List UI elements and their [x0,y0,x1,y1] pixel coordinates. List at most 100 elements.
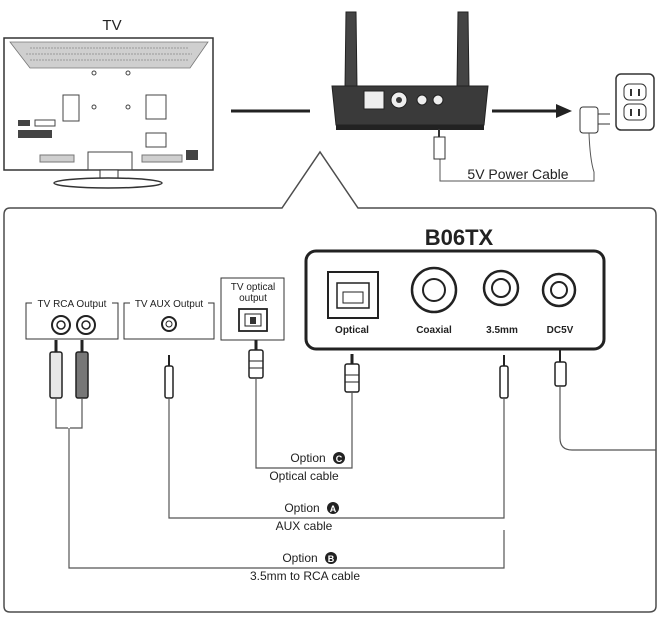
rca-plug-white [75,351,89,399]
aux-output-label: TV AUX Output [135,299,204,310]
rca-plug-red [49,351,63,399]
option-c-badge [333,452,345,464]
tv-rca-output: TV RCA Output [25,299,119,340]
optical-port-inner [336,282,370,309]
device-base [336,125,484,130]
device-port-panel: Optical Coaxial 3.5mm DC5V [304,249,606,351]
rca-output-label: TV RCA Output [38,299,107,310]
option-c-letter: C [336,454,343,464]
tv-panel-slot [62,94,80,122]
tv-aux-jack-inner [165,320,173,328]
tv-label: TV [102,17,121,34]
aux-label-bg [130,299,208,308]
device-optical-port [363,90,385,110]
port-panel-frame [304,249,606,351]
aux-plug-left [164,365,174,399]
option-a-badge [327,502,339,514]
rca-label-bg [32,299,112,308]
tv-screw [91,70,97,76]
dc-port-inner [550,281,568,299]
tv-panel-slot [145,94,167,120]
option-a-label: Option A AUX cable [276,501,339,533]
outlet-slot [630,89,632,96]
optical-cable [248,340,360,469]
option-b-title: Option [282,551,317,565]
tv-screw [125,104,131,110]
wall-outlet [615,73,655,131]
device-body [331,85,489,126]
tv-stand-base [53,177,163,189]
option-a-letter: A [330,504,337,514]
outlet-slot [638,109,640,116]
coaxial-port-inner [422,278,446,302]
tv-optical-output: TV optical output [220,277,285,341]
tv-port [34,119,56,127]
port-label-coaxial: Coaxial [416,325,452,336]
option-c-label: Option C Optical cable [269,451,345,483]
tv-screw [91,104,97,110]
antenna-right [456,11,470,89]
tv-bottom-vent [141,154,183,163]
option-b-badge [325,552,337,564]
rca-cable [49,340,505,569]
tv-bottom-vent [39,154,75,163]
power-adapter [433,106,610,182]
rca-output-box [25,302,119,340]
aux-plug-right [499,365,509,399]
optical-output-label-line2: output [239,293,267,304]
optical-plug-right [344,363,360,393]
outlet-socket [623,103,647,121]
optical-cable-wire [255,378,353,469]
rca-jack-left-inner [56,320,66,330]
port-label-dc5v: DC5V [547,325,574,336]
transmitter-illustration [331,11,489,130]
rca-jack-right-inner [81,320,91,330]
outlet-plate [615,73,655,131]
rca-split-wire [55,398,83,429]
outlet-socket [623,83,647,101]
option-b-cable: 3.5mm to RCA cable [250,569,360,583]
dc-cable-wire [559,386,656,451]
tv-port [18,120,30,126]
tv-panel-slot [145,132,167,148]
tv-port [18,130,52,138]
power-cable-label: 5V Power Cable [467,166,568,182]
optical-port [327,271,379,319]
port-label-optical: Optical [335,325,369,336]
option-c-title: Option [290,451,325,465]
tv-aux-output: TV AUX Output [123,299,215,340]
tv-illustration: TV [3,17,214,189]
power-cable-wire [439,132,595,182]
tv-optical-port [186,150,198,160]
tv-vent-grille [9,41,209,69]
device-35mm-port [416,94,428,106]
tv-optical-jack-core [250,317,256,324]
device-coaxial-pin [396,97,402,103]
option-a-title: Option [284,501,319,515]
device-dc-port [432,94,444,106]
optical-port-core [342,291,364,304]
outlet-slot [630,109,632,116]
aux-port-inner [491,278,511,298]
option-a-cable: AUX cable [276,519,333,533]
device-model-label: B06TX [425,225,494,250]
tv-screw [125,70,131,76]
power-plug [433,136,446,160]
dc-plug [554,361,567,387]
arrow-head [556,104,572,118]
adapter-body [579,106,599,134]
rca-cable-wire [68,428,505,569]
outlet-slot [638,89,640,96]
option-b-letter: B [328,554,335,564]
option-b-label: Option B 3.5mm to RCA cable [250,551,360,583]
optical-output-label-line1: TV optical [231,282,275,293]
optical-plug-left [248,349,264,379]
port-label-35mm: 3.5mm [486,325,518,336]
dc-cable [554,350,656,451]
aux-cable [164,355,509,519]
aux-cable-wire [168,398,505,519]
tv-optical-jack-inner [244,313,262,327]
option-c-cable: Optical cable [269,469,339,483]
